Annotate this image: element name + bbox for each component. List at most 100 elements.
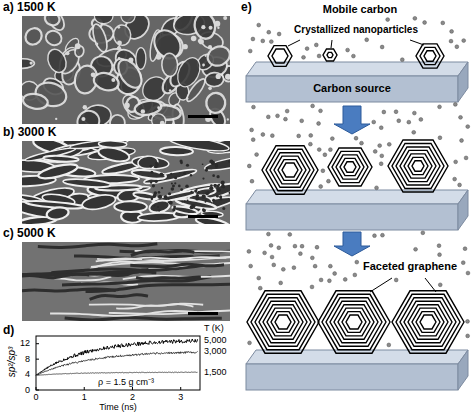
tick-label: 2: [129, 392, 136, 402]
pore: [161, 53, 178, 77]
grain: [202, 178, 204, 180]
grain: [128, 58, 133, 63]
carbon-atom: [346, 48, 350, 52]
grain: [91, 72, 96, 77]
carbon-atom: [407, 120, 411, 124]
graphene-shell: [282, 163, 298, 177]
carbon-atom: [314, 43, 318, 47]
graphene-shell: [416, 44, 444, 68]
carbon-atom: [270, 134, 274, 138]
data-curve: [36, 339, 197, 376]
graphene-shell: [266, 149, 314, 191]
grain: [229, 191, 230, 194]
graphene-shell: [420, 315, 436, 329]
pore: [132, 155, 170, 170]
carbon-atom: [261, 39, 265, 43]
carbon-atom: [387, 142, 391, 146]
grain: [117, 46, 121, 50]
carbon-atom: [270, 255, 274, 259]
streak: [90, 295, 148, 300]
data-curve: [36, 351, 197, 375]
grain: [141, 109, 145, 113]
streak: [65, 318, 222, 320]
pore: [137, 155, 158, 169]
carbon-atom: [297, 134, 301, 138]
tick-label: 0: [32, 392, 39, 402]
grain: [111, 78, 115, 82]
graphene-shell: [326, 298, 382, 346]
carbon-atom: [298, 252, 302, 256]
scale-bar: [188, 312, 218, 315]
tick-label: 1: [81, 392, 88, 402]
grain: [208, 86, 212, 90]
grain: [174, 176, 177, 179]
carbon-atom: [309, 134, 313, 138]
leader-line: [425, 278, 436, 292]
carbon-atom: [365, 38, 369, 42]
carbon-atom: [292, 266, 296, 270]
pore: [173, 54, 204, 90]
graphene-shell: [247, 291, 319, 353]
grain: [75, 43, 81, 49]
graphene-shell: [408, 157, 428, 174]
carbon-atom: [285, 109, 289, 113]
grain: [155, 162, 157, 164]
slab-side: [458, 350, 468, 390]
carbon-atom: [438, 253, 442, 257]
grain: [150, 171, 153, 174]
carbon-atom: [315, 245, 319, 249]
pore: [175, 197, 217, 211]
grain: [151, 198, 154, 201]
graphene-shell: [392, 291, 464, 353]
grain: [212, 199, 215, 202]
graphene-shell: [334, 305, 374, 340]
carbon-atom: [300, 244, 304, 248]
carbon-atom: [400, 58, 404, 62]
grain: [205, 191, 209, 195]
streak: [50, 311, 197, 316]
grain: [190, 174, 193, 177]
slab-front: [246, 364, 458, 390]
carbon-atom: [267, 30, 271, 34]
grain: [225, 74, 230, 80]
grain: [221, 180, 225, 184]
grain: [149, 165, 152, 168]
streak: [91, 262, 230, 267]
streak: [136, 277, 201, 279]
grain: [178, 185, 181, 188]
carbon-atom: [381, 233, 385, 237]
carbon-atom: [382, 110, 386, 114]
grain: [154, 180, 157, 183]
grain: [171, 183, 173, 185]
grain: [159, 173, 163, 177]
carbon-atom: [449, 39, 453, 43]
chart: [36, 336, 200, 390]
grain: [154, 165, 156, 167]
graphene-shell: [255, 298, 311, 346]
carbon-atom: [269, 244, 273, 248]
carbon-atom: [373, 150, 377, 154]
graphene-shell: [344, 162, 356, 172]
carbon-atom: [257, 276, 261, 280]
carbon-atom: [437, 244, 441, 248]
grain: [30, 61, 33, 64]
tick: [36, 387, 37, 390]
grain: [198, 191, 200, 193]
grain: [157, 106, 160, 109]
grain: [160, 121, 165, 124]
carbon-atom: [375, 186, 379, 190]
series-label: 1,500: [203, 367, 228, 377]
carbon-atom: [380, 45, 384, 49]
grain: [158, 209, 160, 211]
carbon-atom: [267, 232, 271, 236]
carbon-atom: [302, 55, 306, 59]
graphene-shell: [396, 147, 440, 185]
carbon-atom: [450, 30, 454, 34]
slab-side: [458, 62, 468, 102]
carbon-atom: [319, 278, 323, 282]
graphene-shell: [272, 49, 288, 63]
carbon-atom: [459, 115, 463, 119]
pore: [148, 199, 171, 215]
grain: [219, 195, 222, 198]
